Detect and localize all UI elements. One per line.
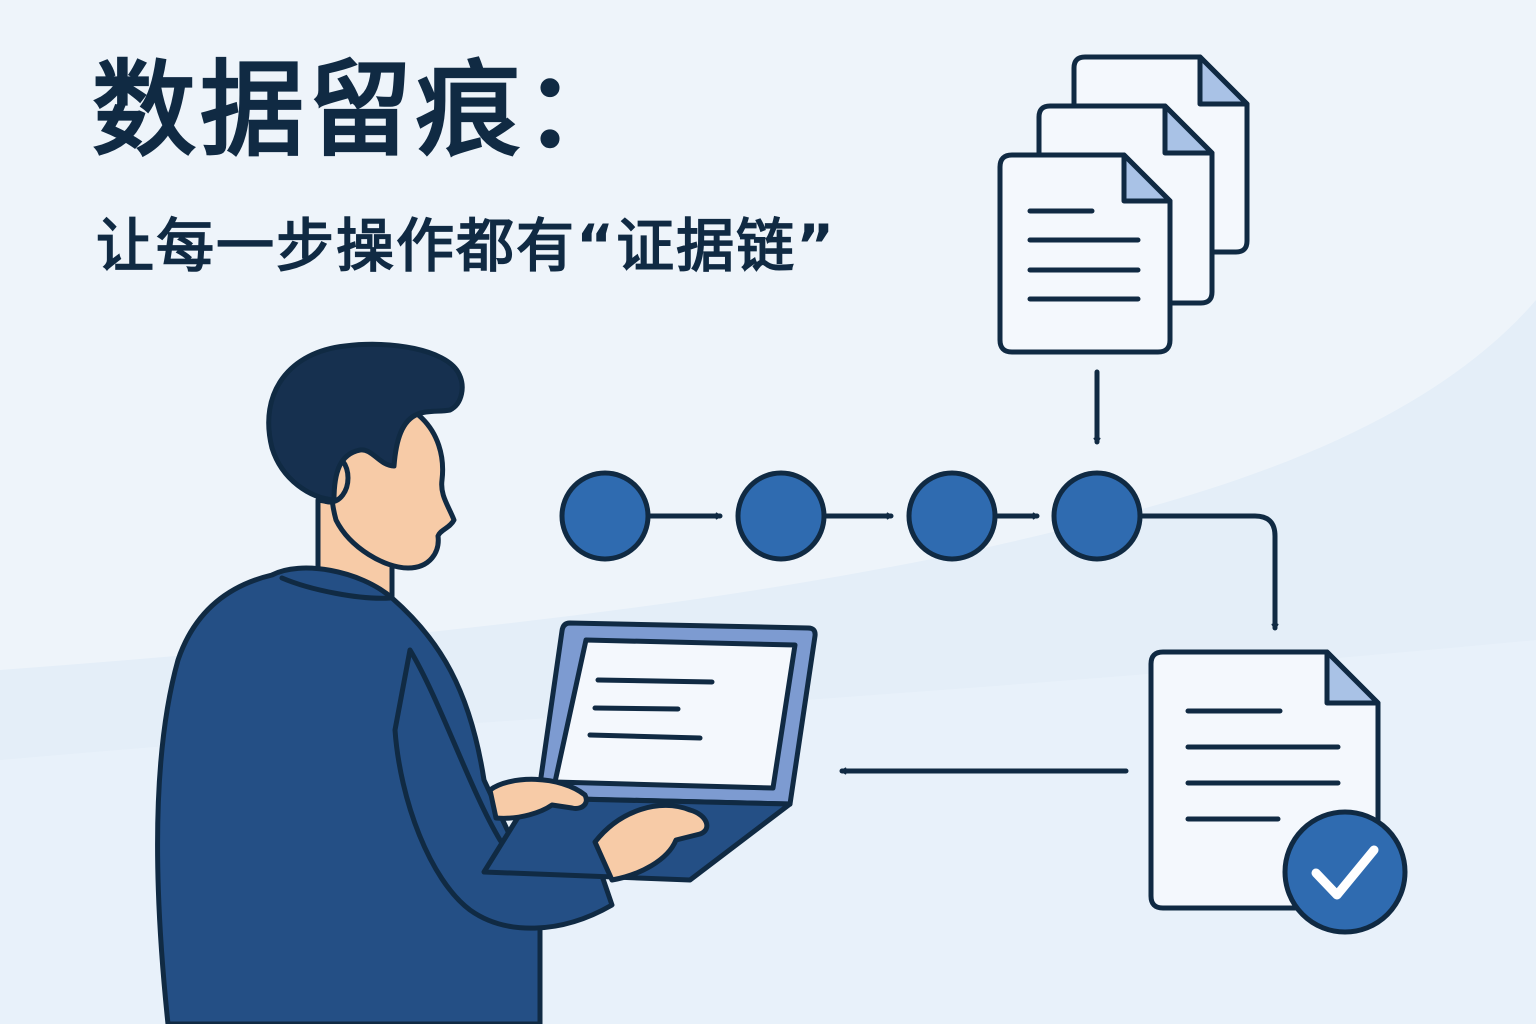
laptop-screen xyxy=(552,637,798,791)
verified-document-icon xyxy=(1148,649,1408,935)
page-subtitle: 让每一步操作都有“证据链” xyxy=(96,212,837,280)
hands xyxy=(487,776,710,883)
document-stack-icon xyxy=(997,54,1250,355)
right-hand xyxy=(592,802,710,883)
chain-node xyxy=(559,470,651,562)
person-hair xyxy=(266,341,465,503)
page-title: 数据留痕： xyxy=(92,49,633,171)
chain-node xyxy=(735,470,827,562)
person-icon xyxy=(155,341,615,1024)
document-front xyxy=(997,152,1173,355)
arrow-chain-to-record xyxy=(1138,513,1275,631)
chain-node xyxy=(1051,470,1143,562)
person-arm xyxy=(392,647,615,931)
person-collar xyxy=(279,575,393,601)
left-hand xyxy=(487,776,589,821)
chain-connectors xyxy=(647,513,1275,631)
chain-node xyxy=(906,470,998,562)
checkmark-icon xyxy=(1282,809,1408,935)
evidence-chain xyxy=(559,470,1143,562)
